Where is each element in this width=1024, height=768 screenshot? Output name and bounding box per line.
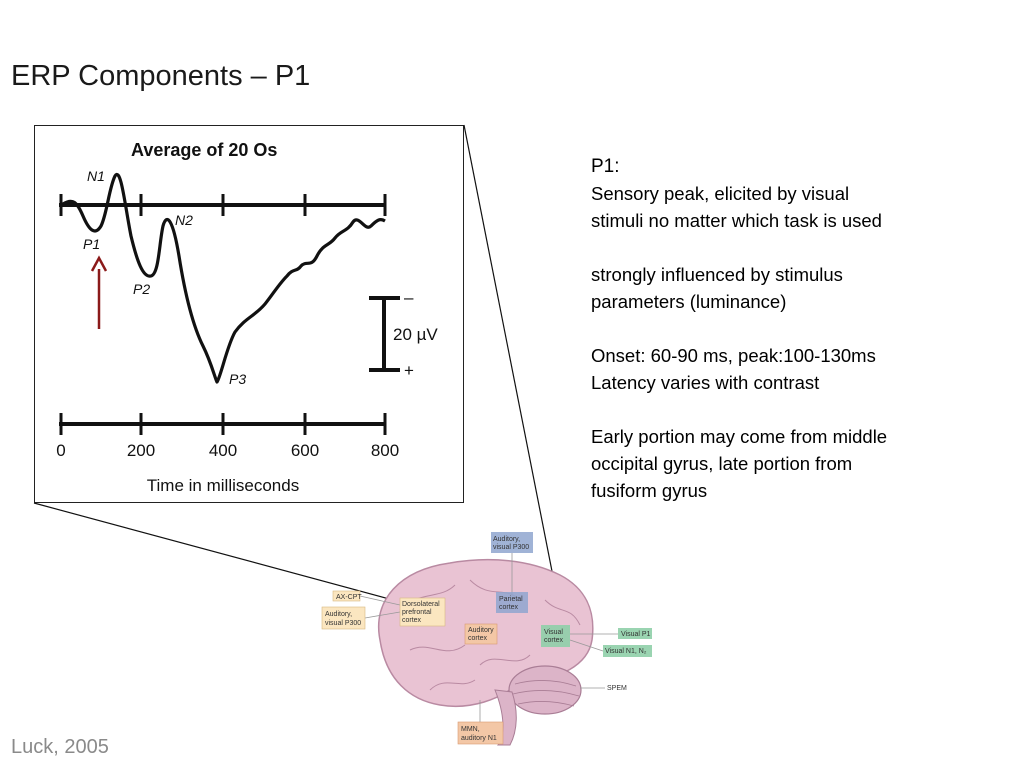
notes-line: Sensory peak, elicited by visual xyxy=(591,183,850,204)
time-tick-label: 200 xyxy=(127,441,155,460)
label-box-parietal-cortex xyxy=(496,592,528,613)
label-box-auditory-visual-p300-left xyxy=(321,606,366,630)
brain-label-spem: SPEM xyxy=(607,685,627,692)
notes-line: stimuli no matter which task is used xyxy=(591,210,882,231)
zoom-line xyxy=(463,124,564,628)
notes-line: occipital gyrus, late portion from xyxy=(591,453,853,474)
p1-notes: P1: Sensory peak, elicited by visual sti… xyxy=(591,153,1011,504)
brain-label: MMN, xyxy=(461,726,480,733)
notes-line: Onset: 60-90 ms, peak:100-130ms xyxy=(591,345,876,366)
notes-line: strongly influenced by stimulus xyxy=(591,264,843,285)
label-box-auditory-cortex xyxy=(464,623,498,645)
label-box-auditory-visual-p300-top xyxy=(491,532,533,553)
brain-label: Auditory, xyxy=(325,611,352,618)
brain-label: Visual N1, N₂ xyxy=(605,648,647,655)
notes-heading: P1: xyxy=(591,156,620,177)
erp-waveform xyxy=(62,172,386,384)
erp-waveform-svg: Average of 20 Os N1 P1 N2 P2 P3 – 20 µV … xyxy=(56,140,438,495)
peak-label-n2: N2 xyxy=(175,212,193,228)
brain-gyri xyxy=(399,579,581,691)
notes-line: Latency varies with contrast xyxy=(591,372,820,393)
brain-label: Visual P1 xyxy=(621,631,651,638)
time-tick-label: 600 xyxy=(291,441,319,460)
erp-figure: Average of 20 Os N1 P1 N2 P2 P3 – 20 µV … xyxy=(34,125,464,503)
p1-arrow-icon xyxy=(90,255,108,329)
figure-title: Average of 20 Os xyxy=(131,140,277,160)
scale-value: 20 µV xyxy=(393,325,438,344)
notes-line: parameters (luminance) xyxy=(591,291,787,312)
brain-label: cortex xyxy=(402,617,422,624)
label-box-dorsolateral-prefrontal xyxy=(399,597,446,627)
brain-label: Dorsolateral xyxy=(402,601,440,608)
label-box-ax-cpt xyxy=(332,590,361,602)
brain-label: Visual xyxy=(544,629,563,636)
time-tick-label: 400 xyxy=(209,441,237,460)
peak-label-p2: P2 xyxy=(133,281,150,297)
slide-title: ERP Components – P1 xyxy=(11,60,311,92)
label-box-visual-n1-n2 xyxy=(603,645,652,657)
cerebellum xyxy=(508,665,582,715)
brain-label: Auditory, xyxy=(493,536,520,543)
time-axis-title: Time in milliseconds xyxy=(147,476,299,495)
brain-label: prefrontal xyxy=(402,609,432,616)
peak-label-p3: P3 xyxy=(229,371,246,387)
peak-label-n1: N1 xyxy=(87,168,105,184)
brainstem xyxy=(494,689,517,746)
label-box-visual-p1 xyxy=(618,628,652,639)
label-box-visual-cortex xyxy=(541,625,570,647)
brain-label: cortex xyxy=(499,604,519,611)
scale-minus-sign: – xyxy=(404,288,414,307)
notes-line: fusiform gyrus xyxy=(591,480,708,501)
peak-label-p1: P1 xyxy=(83,236,100,252)
scale-plus-sign: + xyxy=(404,361,414,380)
brain-label: Auditory xyxy=(468,627,494,634)
brain-label: auditory N1 xyxy=(461,735,497,742)
notes-line: Early portion may come from middle xyxy=(591,426,888,447)
time-tick-label: 0 xyxy=(56,441,65,460)
brain-label: visual P300 xyxy=(493,544,529,551)
brain-label: visual P300 xyxy=(325,620,361,627)
zoom-line xyxy=(33,502,546,642)
voltage-scale-bar xyxy=(369,296,400,372)
brain-label: Parietal xyxy=(499,596,523,603)
brain-illustration xyxy=(377,558,594,708)
brain-label: cortex xyxy=(544,637,564,644)
time-tick-label: 800 xyxy=(371,441,399,460)
label-box-mmn xyxy=(457,721,504,745)
brain-label: cortex xyxy=(468,635,488,642)
brain-label: AX-CPT xyxy=(336,594,362,601)
citation: Luck, 2005 xyxy=(11,736,109,758)
